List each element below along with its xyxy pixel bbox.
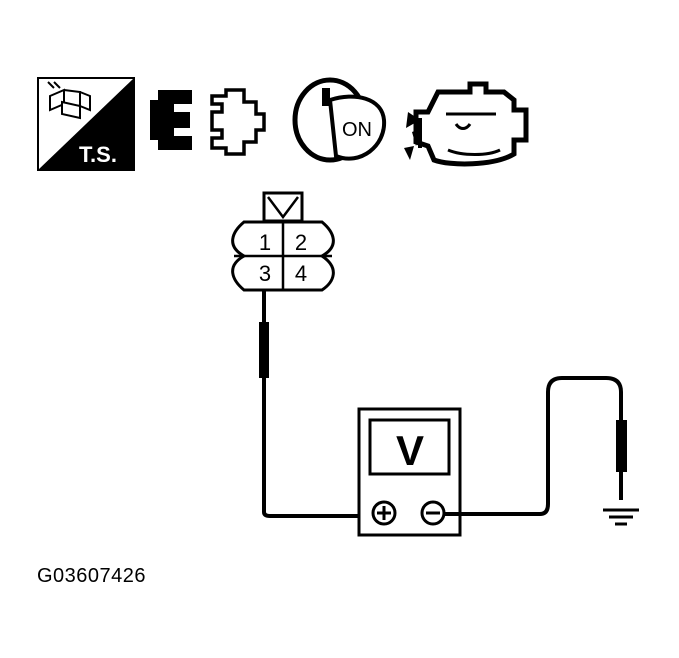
pin-3-label: 3 [259, 261, 271, 286]
negative-probe-lead [444, 376, 627, 516]
pin-4-label: 4 [295, 261, 307, 286]
trouble-shooting-icon: T.S. [37, 77, 135, 171]
negative-probe [616, 420, 627, 472]
pin-1-label: 1 [259, 230, 271, 255]
connector-disconnected-icon [150, 88, 266, 156]
figure-id: G03607426 [37, 565, 147, 587]
voltmeter: V [357, 407, 462, 537]
negative-terminal-icon [420, 500, 446, 526]
meter-display [368, 418, 451, 476]
connector-sketch-icon [47, 81, 91, 120]
harness-connector: 1 2 3 4 [231, 191, 335, 292]
positive-probe [259, 322, 269, 378]
ignition-on-label: ON [342, 119, 372, 141]
ts-badge-label: T.S. [79, 142, 117, 167]
positive-terminal-icon [371, 500, 397, 526]
pin-2-label: 2 [295, 230, 307, 255]
positive-probe-lead [259, 290, 372, 518]
ignition-switch-icon: ON [292, 77, 387, 163]
meter-symbol: V [396, 427, 424, 474]
ground-icon [603, 508, 639, 526]
engine-running-icon [404, 81, 529, 167]
